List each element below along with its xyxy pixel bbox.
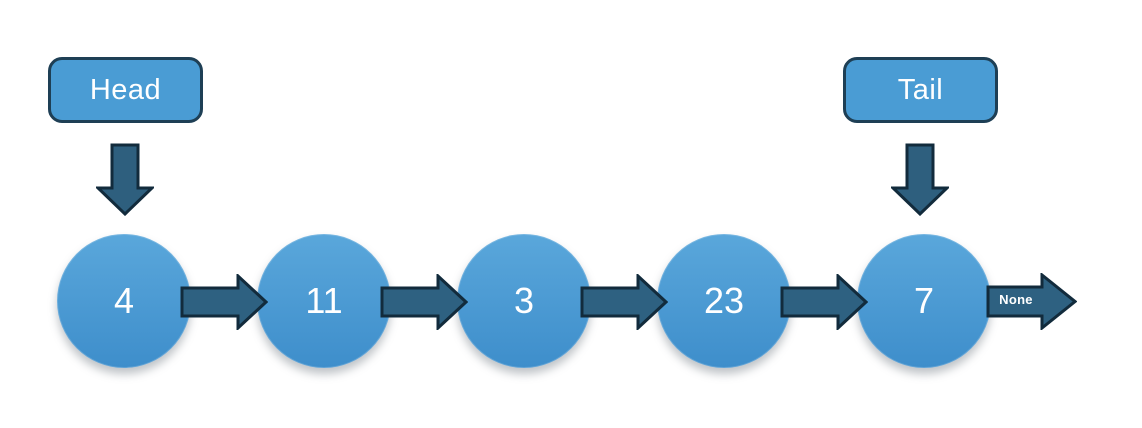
none-terminator-arrow-icon [986,273,1077,330]
list-node: 23 [657,234,791,368]
list-node: 11 [257,234,391,368]
node-value: 4 [113,280,135,321]
node-value: 11 [305,280,343,321]
head-label: Head [89,73,162,106]
head-label-box: Head [48,57,203,123]
next-link-arrow-icon [580,274,668,330]
none-label: None [999,292,1033,307]
next-link-arrow-icon [180,274,268,330]
list-node: 4 [57,234,191,368]
next-link-arrow-icon [380,274,468,330]
tail-label: Tail [897,73,944,106]
tail-label-box: Tail [843,57,998,123]
head-pointer-down-arrow-icon [96,143,154,216]
next-link-arrow-icon [780,274,868,330]
list-node: 3 [457,234,591,368]
node-value: 23 [703,280,745,321]
node-value: 3 [513,280,535,321]
list-node: 7 [857,234,991,368]
node-value: 7 [913,280,935,321]
tail-pointer-down-arrow-icon [891,143,949,216]
